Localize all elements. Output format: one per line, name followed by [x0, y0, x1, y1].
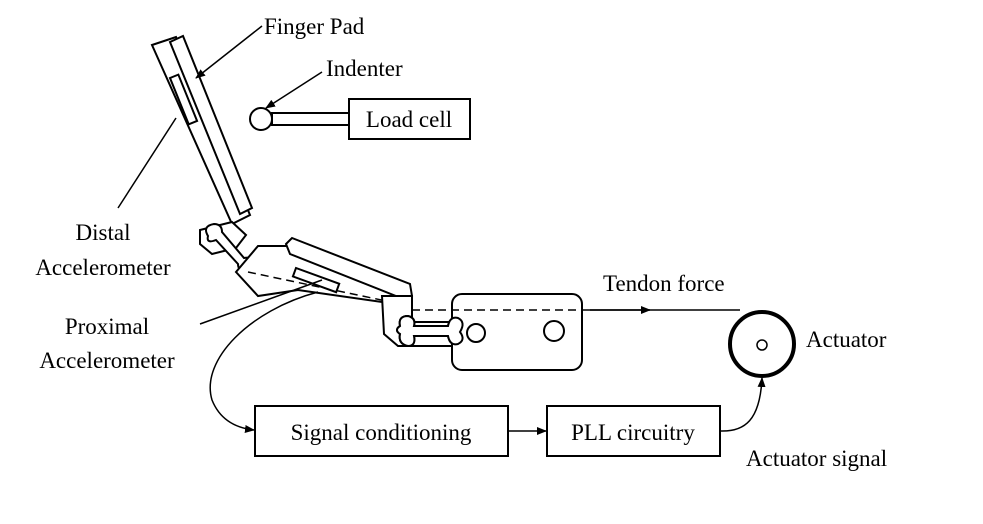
pll-circuitry-box: PLL circuitry	[546, 405, 721, 457]
actuator	[728, 310, 796, 378]
indenter	[249, 107, 351, 131]
proximal-accelerometer-leader	[199, 279, 323, 325]
pll-circuitry-label: PLL circuitry	[571, 420, 695, 445]
signal-conditioning-label: Signal conditioning	[291, 420, 472, 445]
distal-label-line2: Accelerometer	[35, 255, 171, 280]
pll-to-actuator-connector	[719, 377, 766, 432]
signal-conditioning-box: Signal conditioning	[254, 405, 509, 457]
proximal-label-line1: Proximal	[65, 314, 149, 339]
actuator-label: Actuator	[806, 327, 887, 352]
finger-pad-label: Finger Pad	[264, 14, 365, 39]
proximal-to-signal-connector	[209, 291, 319, 433]
indenter-leader	[265, 71, 323, 109]
indenter-label: Indenter	[326, 56, 403, 81]
tendon-force-label: Tendon force	[603, 271, 725, 296]
distal-segment	[150, 34, 254, 256]
finger-pad-leader	[195, 25, 263, 79]
proximal-accelerometer	[291, 266, 341, 294]
distal-label-line1: Distal	[76, 220, 131, 245]
distal-accelerometer-leader	[117, 117, 177, 209]
load-cell-label: Load cell	[366, 107, 452, 132]
base-block	[396, 293, 583, 371]
base-pulley-left	[466, 323, 486, 343]
distal-accelerometer	[168, 73, 199, 126]
base-pulley-right	[543, 320, 565, 342]
proximal-label-line2: Accelerometer	[39, 348, 175, 373]
load-cell-box: Load cell	[348, 98, 471, 140]
actuator-signal-label: Actuator signal	[746, 446, 887, 471]
